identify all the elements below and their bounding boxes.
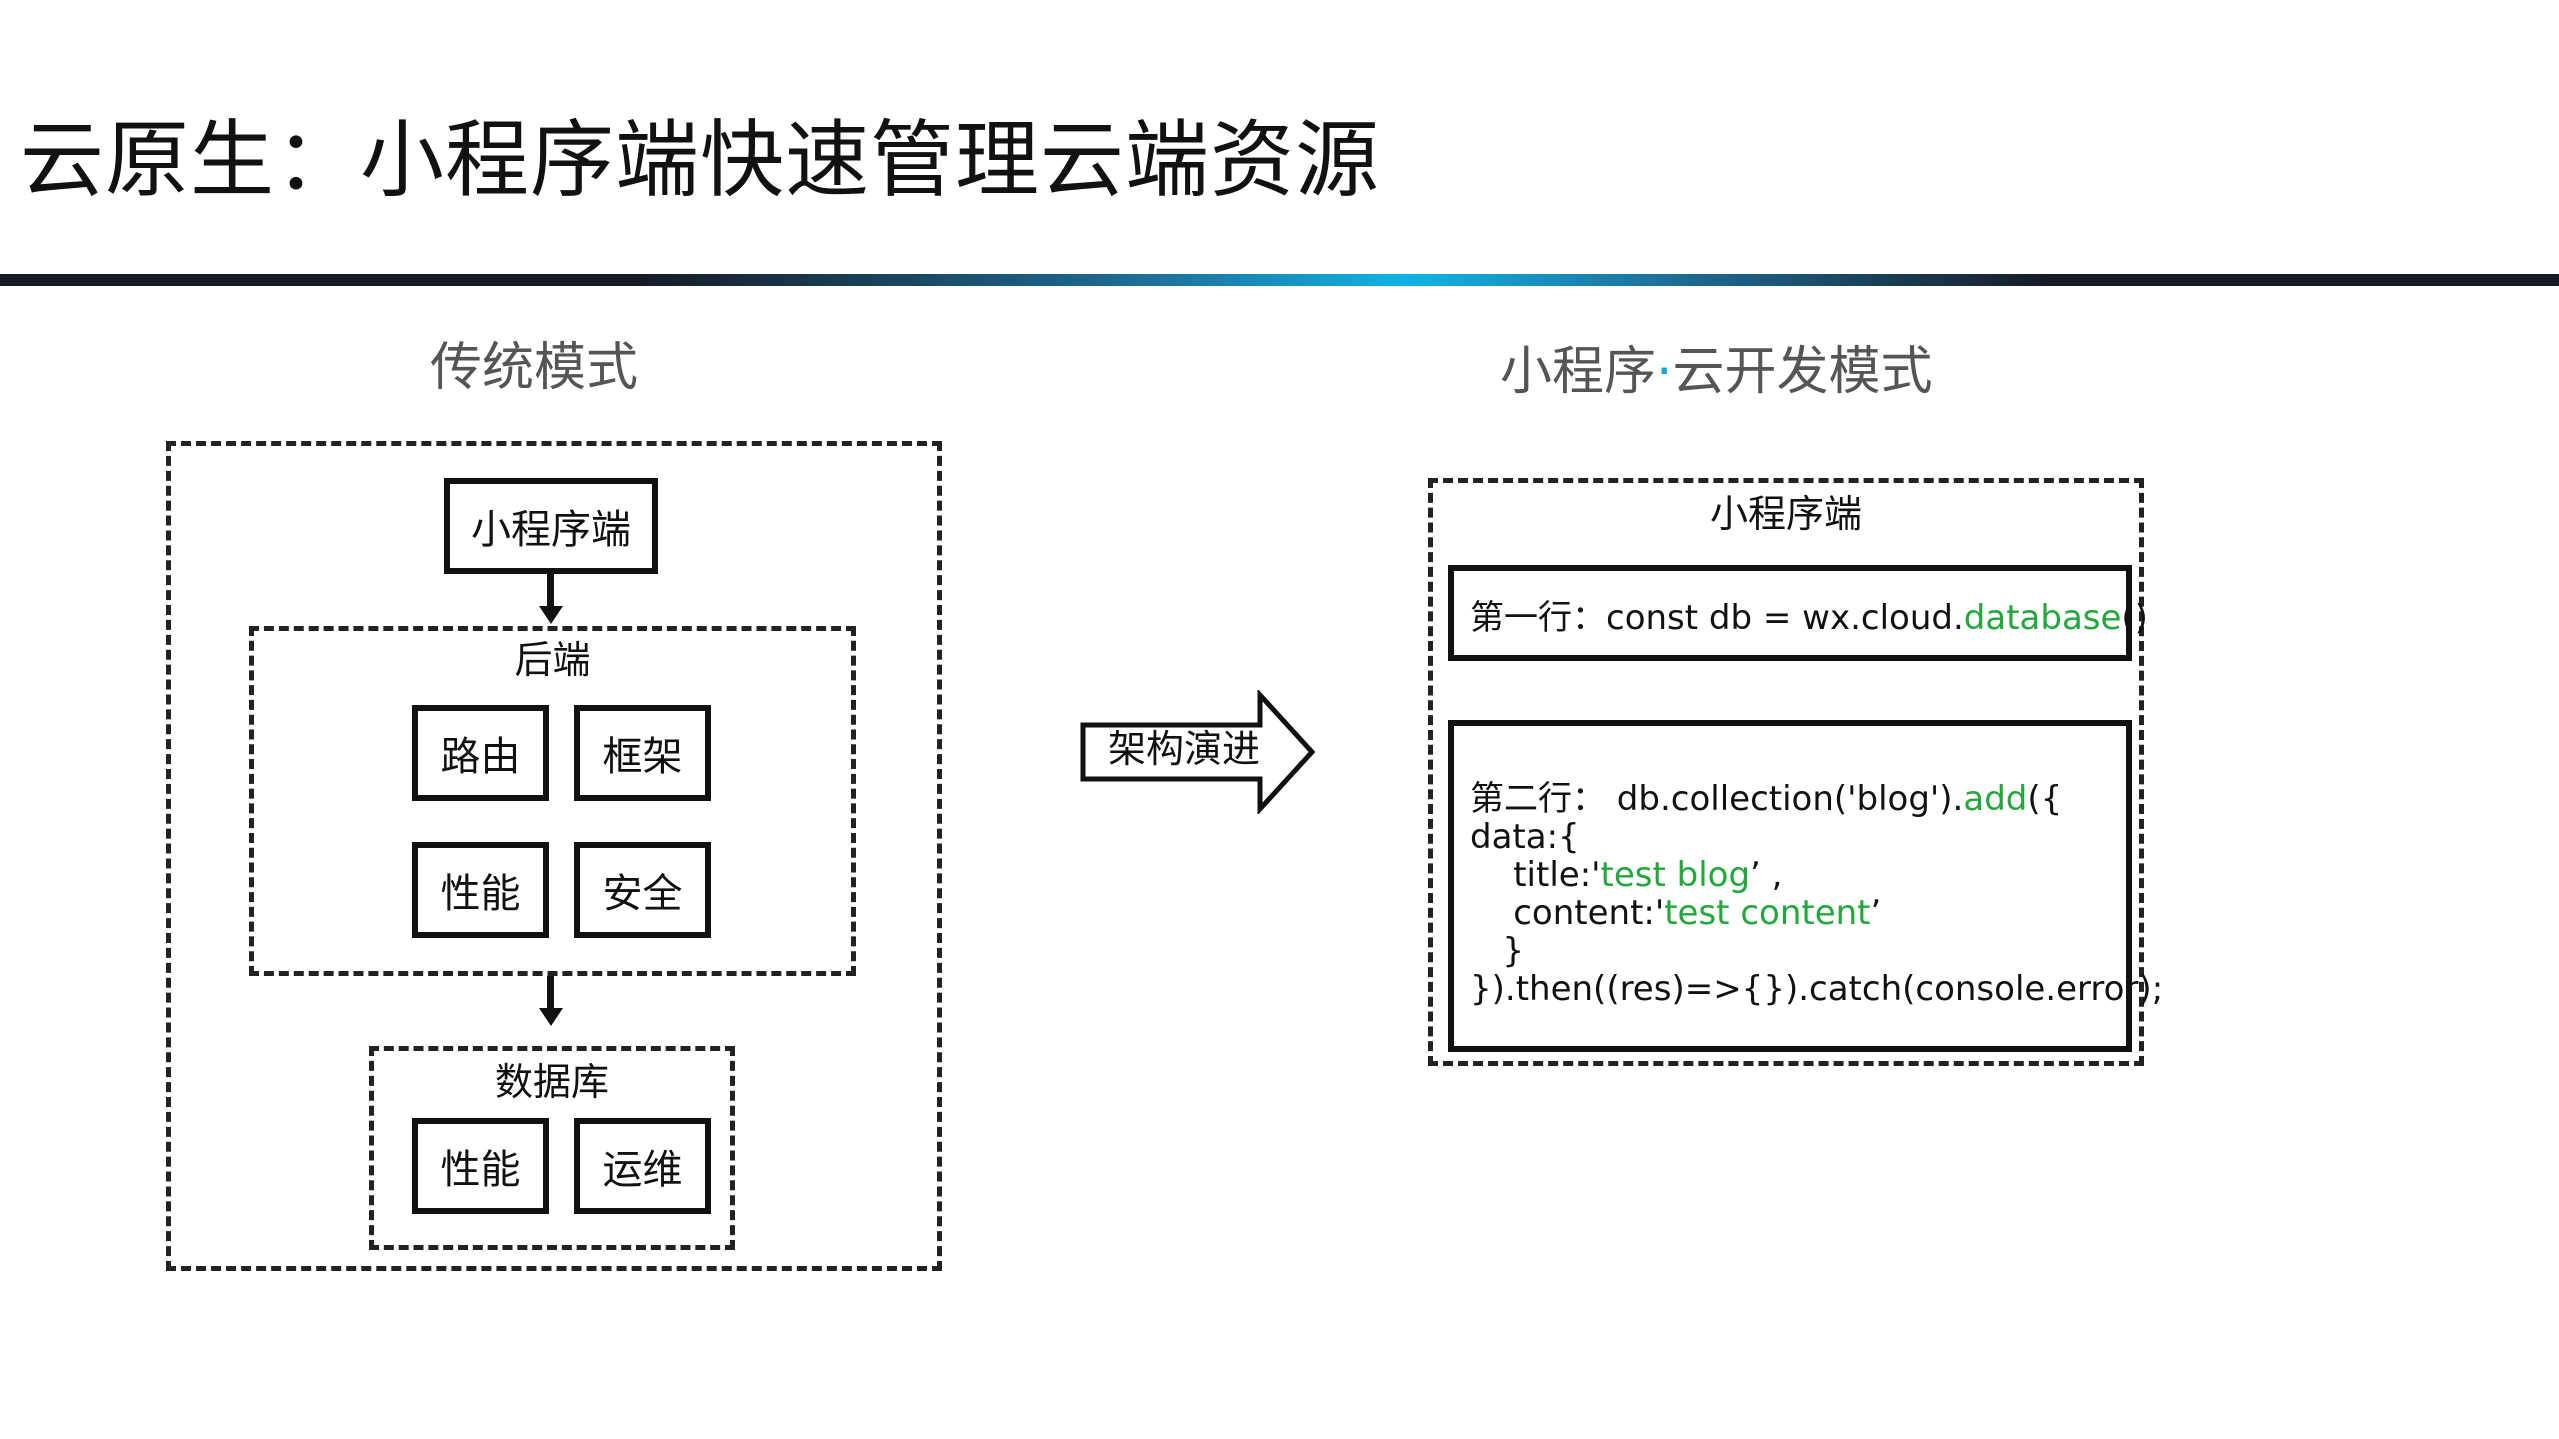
database-container [369,1046,735,1250]
arrow-down-icon [539,1008,563,1026]
code-line2-row3-value: test blog [1600,855,1751,895]
code-line2-row3: title:'test blog’ , [1470,858,1782,892]
cloud-mode-heading-part1: 小程序 [1500,342,1657,402]
backend-container [249,626,856,976]
backend-item-performance: 性能 [412,842,549,938]
traditional-mode-container [166,441,942,1271]
code-box-line2: 第二行： db.collection('blog').add({ data:{ … [1448,720,2163,1052]
traditional-client-label: 小程序端 [471,507,631,553]
evolution-arrow-icon [1080,690,1316,814]
traditional-client-box: 小程序端 [444,478,658,574]
backend-item-routing: 路由 [412,705,549,801]
code-box-line1: 第一行：const db = wx.cloud.database() [1448,565,2148,661]
code-line2-row5: } [1470,931,1525,971]
code-line2-row3-prefix: title:' [1470,855,1601,895]
slide-title: 云原生：小程序端快速管理云端资源 [20,111,1381,209]
backend-label: 后端 [514,638,591,682]
code-line2-row4-prefix: content:' [1470,893,1665,933]
database-item-label: 性能 [440,1147,521,1193]
cloud-mode-heading: 小程序·云开发模式 [1500,346,1933,398]
code-line1-suffix: () [2121,598,2148,638]
code-line2-row3-suffix: ’ , [1750,855,1783,895]
title-divider [0,274,2559,286]
cloud-mode-container [1428,478,2144,1066]
backend-item-label: 性能 [440,871,521,917]
cloud-client-label: 小程序端 [1709,492,1862,536]
code-line2-row1-method: add [1963,779,2028,819]
code-line2-row4-value: test content [1664,893,1871,933]
code-line2-row1-suffix: ({ [2027,779,2063,819]
code-line1-prefix: 第一行：const db = wx.cloud. [1470,598,1964,638]
database-item-performance: 性能 [412,1118,549,1214]
code-line2-row1-prefix: 第二行： db.collection('blog'). [1470,779,1964,819]
code-line1: 第一行：const db = wx.cloud.database() [1470,601,2148,635]
backend-item-label: 安全 [602,871,683,917]
backend-item-framework: 框架 [574,705,711,801]
code-line2-row1: 第二行： db.collection('blog').add({ [1470,782,2062,816]
code-line2-row2: data:{ [1470,817,1580,857]
cloud-mode-heading-part2: 云开发模式 [1672,342,1933,402]
database-label: 数据库 [494,1060,609,1104]
database-item-label: 运维 [602,1147,683,1193]
evolution-arrow-label: 架构演进 [1108,727,1261,771]
connector-backend-database [547,976,554,1010]
code-line2-row4-suffix: ’ [1870,893,1882,933]
arrow-down-icon [539,606,563,624]
backend-item-label: 路由 [440,734,521,780]
connector-client-backend [547,574,554,608]
code-line2-row4: content:'test content’ [1470,896,1881,930]
code-line1-method: database [1963,598,2122,638]
backend-item-label: 框架 [602,734,683,780]
cloud-mode-heading-dot: · [1656,342,1673,402]
traditional-mode-heading: 传统模式 [430,338,639,398]
backend-item-security: 安全 [574,842,711,938]
database-item-operations: 运维 [574,1118,711,1214]
code-line2-row6: }).then((res)=>{}).catch(console.error); [1470,969,2164,1009]
